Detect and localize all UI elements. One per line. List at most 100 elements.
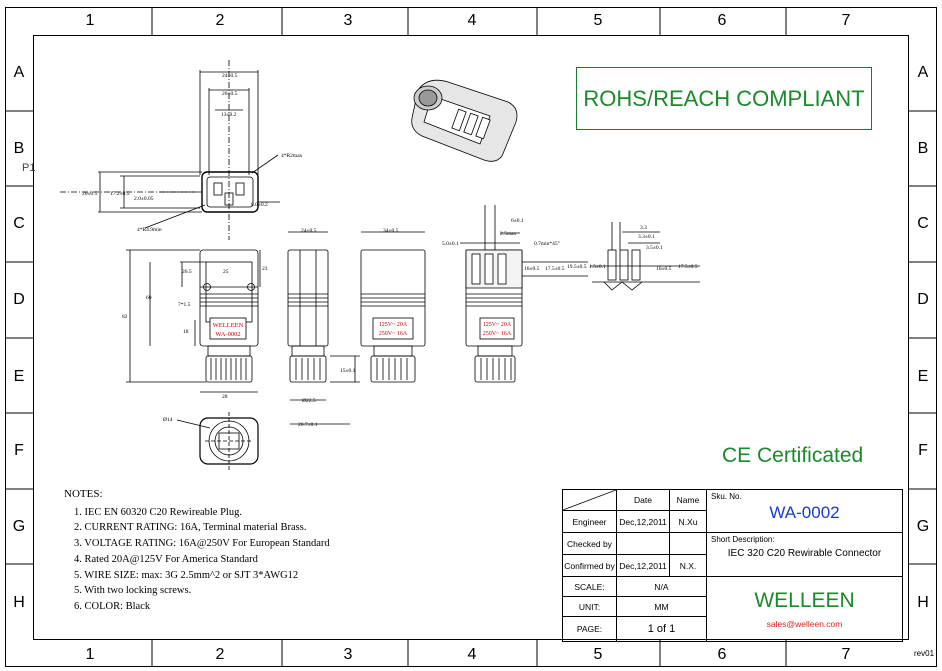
checked-by-label: Checked by <box>562 532 617 555</box>
dim-length-18: 18 <box>183 329 189 335</box>
dim-pin-2: 2.0±0.05 <box>134 196 154 202</box>
dim-width-13: 13±0.2 <box>221 112 237 118</box>
col-label: 2 <box>215 646 225 663</box>
dim-pin-5: 5.0±0.1 <box>442 241 459 247</box>
note-item: 5. WIRE SIZE: max: 3G 2.5mm^2 or SJT 3*A… <box>74 569 299 581</box>
row-label: F <box>14 442 24 459</box>
unit-label: UNIT: <box>562 596 617 617</box>
unit-value: MM <box>616 596 707 617</box>
drawing-frame <box>5 7 937 667</box>
row-label: C <box>917 215 929 232</box>
dim-height-20: 20±0.5 <box>82 191 98 197</box>
checked-by-name <box>669 532 707 555</box>
dim-pin-16b: 16±0.5 <box>656 266 672 272</box>
dim-pin-16: 16±0.5 <box>524 266 540 272</box>
row-label: B <box>917 140 929 157</box>
dim-pin-2-5: 2.5max <box>500 231 517 237</box>
confirmed-by-label: Confirmed by <box>562 554 617 577</box>
section-view <box>460 205 588 383</box>
dim-height-17: 17.2±0.5 <box>110 191 130 197</box>
dim-length-23: 23 <box>262 266 268 272</box>
connector-3d-view <box>411 79 518 162</box>
ce-certificated-text: CE Certificated <box>722 444 864 467</box>
bottom-view <box>176 412 259 470</box>
col-label: 1 <box>85 646 95 663</box>
row-label: C <box>13 215 25 232</box>
drawing-label-brand: WELLEEN <box>213 322 244 329</box>
dim-pin-3-3b: 3.3 <box>640 225 647 231</box>
pin-detail-view <box>590 222 700 291</box>
notes-title: NOTES: <box>64 488 103 500</box>
dim-diameter-14: Ø14 <box>163 417 173 423</box>
dim-width-24b: 24±0.5 <box>301 228 317 234</box>
dim-pin-3-5: 3.5±0.1 <box>646 245 663 251</box>
row-label: A <box>917 64 929 81</box>
sku-value: WA-0002 <box>769 503 840 522</box>
checked-by-date <box>616 532 670 555</box>
dim-diameter-22: Ø22.5 <box>302 398 316 404</box>
note-item: 3. VOLTAGE RATING: 16A@250V For European… <box>74 538 330 550</box>
col-label: 4 <box>467 12 477 29</box>
dim-length-26b: 26.7±0.1 <box>298 422 318 428</box>
col-label: 4 <box>467 646 477 663</box>
row-label: B <box>13 140 25 157</box>
dim-width-20: 20±0.5 <box>222 91 238 97</box>
col-label: 6 <box>717 646 727 663</box>
col-label: 1 <box>85 12 95 29</box>
rohs-text: ROHS/REACH COMPLIANT <box>583 85 865 111</box>
brand-name: WELLEEN <box>754 589 855 612</box>
col-label: 5 <box>593 12 603 29</box>
title-block-corner <box>562 489 617 511</box>
dim-radius-2: 4*R2max <box>281 153 303 159</box>
scale-label: SCALE: <box>562 576 617 597</box>
confirmed-by-date: Dec,12,2011 <box>616 554 670 577</box>
note-item: 2. CURRENT RATING: 16A, Terminal materia… <box>74 522 307 534</box>
drawing-label-part: WA-0002 <box>215 331 240 338</box>
front-view-face <box>60 60 280 240</box>
dim-width-25: 25 <box>223 269 229 275</box>
engineer-name: N.Xu <box>669 510 707 533</box>
row-label: G <box>916 518 930 535</box>
dim-width-34: 34±0.5 <box>383 228 399 234</box>
sheet-mark: P1 <box>22 162 36 174</box>
dim-length-82: 82 <box>122 314 128 320</box>
row-label: A <box>13 64 25 81</box>
rohs-compliance-box: ROHS/REACH COMPLIANT <box>576 67 872 130</box>
dim-pin-17b: 17.5±0.5 <box>678 264 698 270</box>
dim-pin-6: 6±0.1 <box>511 218 524 224</box>
row-label: D <box>917 291 929 308</box>
row-label: H <box>917 594 929 611</box>
rating-125v-label-section: 125V~ 20A <box>483 322 512 328</box>
side-view-2 <box>287 231 360 425</box>
dim-pin-19: 19.5±0.5 <box>567 264 587 270</box>
dim-length-26: 26.5 <box>182 269 192 275</box>
dim-width-28: 28 <box>222 394 228 400</box>
dim-length-60: 60 <box>146 295 152 301</box>
description-label: Short Description: <box>711 535 775 544</box>
row-label: H <box>13 594 25 611</box>
row-label: E <box>13 368 25 385</box>
title-block: Date Name Sku. No. WA-0002 Engineer Dec,… <box>562 489 903 642</box>
dim-height-15: 15±0.1 <box>340 368 356 374</box>
confirmed-by-name: N.X. <box>669 554 707 577</box>
dim-pin-17: 17.5±0.5 <box>545 266 565 272</box>
engineer-date: Dec,12,2011 <box>616 510 670 533</box>
dim-screw: 7*1.5 <box>178 302 191 308</box>
dim-radius-4: 4*R4.9min <box>137 227 162 233</box>
contact-email[interactable]: sales@welleen.com <box>766 619 843 629</box>
engineer-label: Engineer <box>562 510 617 533</box>
dim-pin-3-3: 3.3±0.1 <box>638 234 655 240</box>
col-label: 3 <box>343 12 353 29</box>
description-value: IEC 320 C20 Rewirable Connector <box>727 548 882 559</box>
rating-250v-label-section: 250V~ 16A <box>483 331 512 337</box>
sku-label: Sku. No. <box>711 492 742 501</box>
drawing-area <box>33 35 909 640</box>
row-label: F <box>918 442 928 459</box>
scale-value: N/A <box>616 576 707 597</box>
dim-width-24: 24±0.5 <box>222 73 238 79</box>
note-item: 1. IEC EN 60320 C20 Rewireable Plug. <box>74 506 242 518</box>
col-header-date: Date <box>616 489 670 511</box>
row-label: D <box>13 291 25 308</box>
